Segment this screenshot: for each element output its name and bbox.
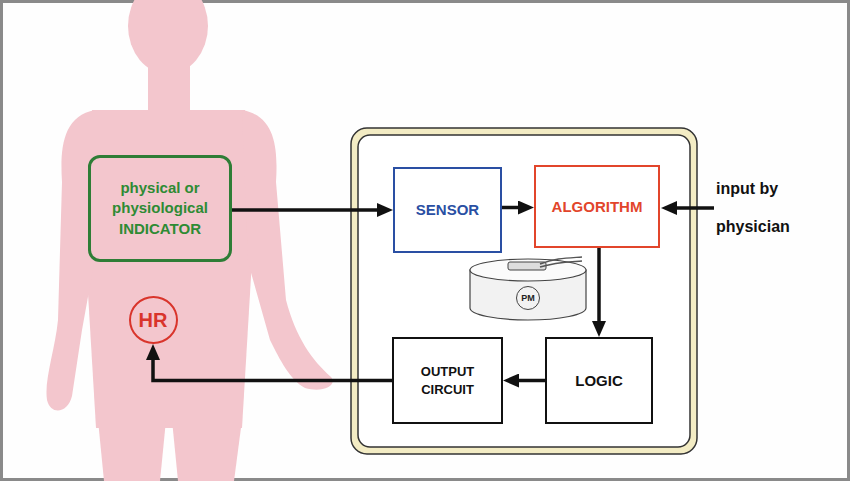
algorithm-box: ALGORITHM [534, 165, 660, 248]
output-circuit-box: OUTPUT CIRCUIT [392, 337, 503, 424]
node-text: HR [139, 310, 168, 330]
connector-arrow [153, 357, 392, 381]
node-text: OUTPUT CIRCUIT [404, 363, 491, 398]
heart-rate-circle: HR [129, 296, 178, 344]
input-label: input by physician [716, 170, 816, 246]
node-text: PM [521, 294, 535, 303]
pacemaker-housing-inner [358, 135, 690, 447]
input-arrow [674, 206, 714, 210]
logic-box: LOGIC [545, 337, 653, 424]
pacemaker-icon [470, 257, 586, 320]
sensor-box: SENSOR [393, 167, 502, 253]
pacemaker-top [470, 259, 586, 281]
human-silhouette [46, 0, 332, 481]
left-leg [98, 420, 166, 481]
node-text: physical or physiological INDICATOR [99, 178, 221, 239]
node-text: SENSOR [416, 201, 479, 219]
label-text: input by physician [716, 170, 816, 246]
right-leg [172, 420, 242, 481]
right-arm [242, 110, 333, 390]
pacemaker-housing-outer [351, 128, 697, 454]
connector-arrow [502, 206, 521, 210]
left-arm [46, 110, 95, 411]
connector-arrow [232, 208, 380, 212]
pacemaker-lead [540, 261, 582, 267]
connector-arrow [516, 379, 545, 383]
node-text: LOGIC [575, 372, 623, 390]
connector-arrow [597, 248, 601, 324]
indicator-box: physical or physiological INDICATOR [88, 155, 232, 262]
node-text: ALGORITHM [552, 198, 643, 216]
pm-circle: PM [516, 286, 540, 310]
neck [148, 55, 190, 117]
